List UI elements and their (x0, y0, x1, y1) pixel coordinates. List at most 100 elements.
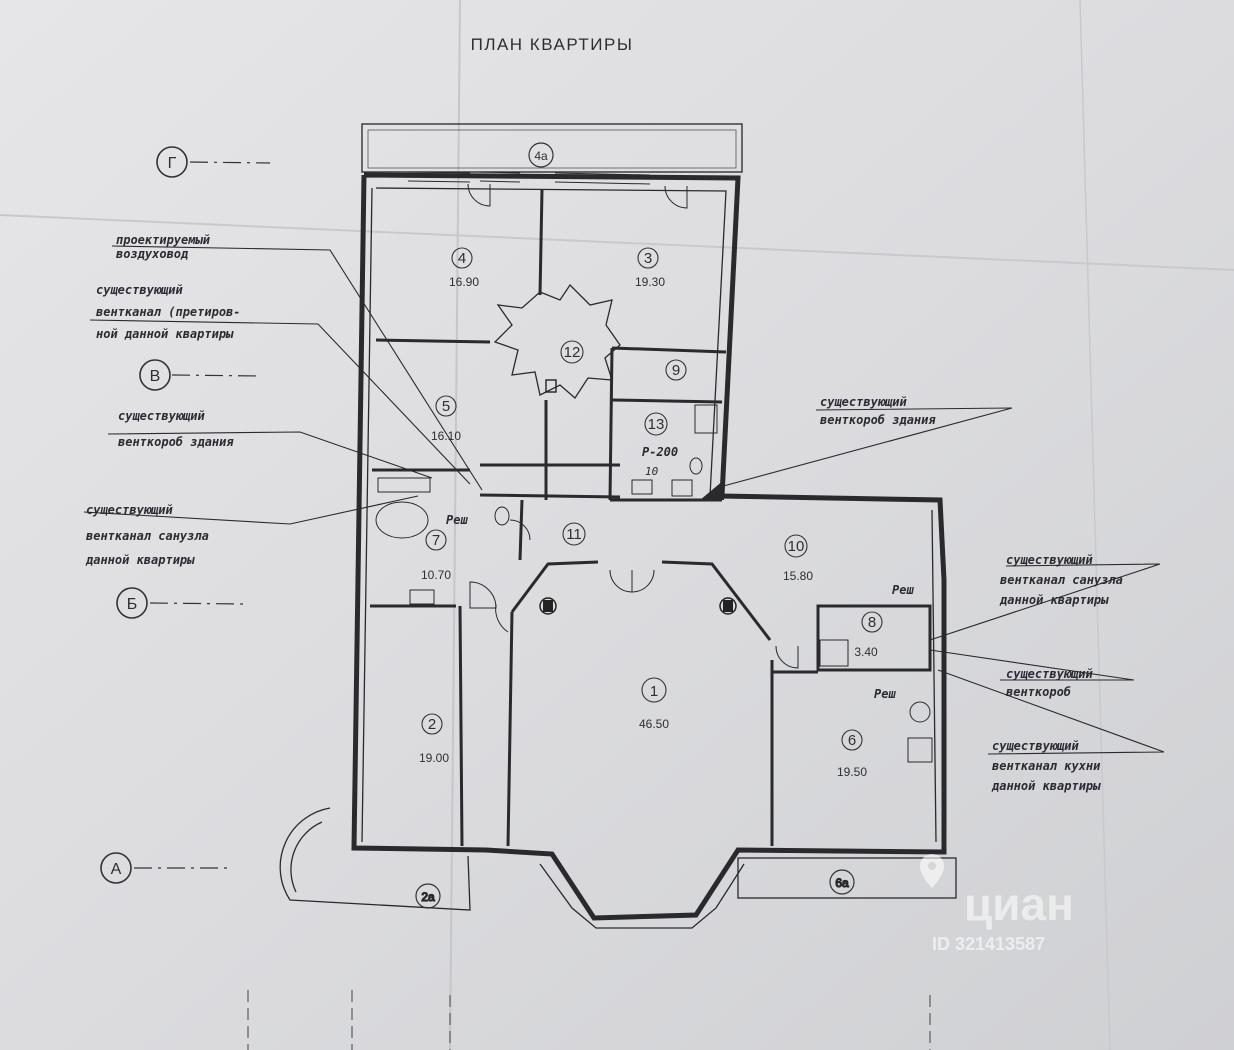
windows-top (407, 171, 651, 185)
grid-lines-bottom (247, 990, 931, 1050)
svg-text:7: 7 (432, 532, 440, 549)
plan-title: ПЛАН КВАРТИРЫ (471, 35, 634, 54)
svg-text:10.70: 10.70 (421, 568, 451, 582)
svg-text:существующий: существующий (96, 283, 183, 297)
svg-text:11: 11 (566, 526, 582, 543)
room-12: 12 (560, 340, 584, 364)
svg-text:4: 4 (458, 250, 466, 267)
svg-text:4а: 4а (534, 149, 548, 163)
svg-text:Г: Г (168, 155, 177, 172)
svg-text:3.40: 3.40 (854, 645, 878, 659)
reshch-label-kitchen: Реш (874, 687, 896, 701)
svg-text:1: 1 (650, 683, 658, 700)
column-markers (539, 379, 737, 615)
svg-text:существующий: существующий (86, 503, 173, 517)
axis-marker-b: Б (116, 587, 246, 619)
svg-text:9: 9 (672, 362, 680, 379)
bath-fixtures (375, 404, 933, 763)
svg-text:10: 10 (788, 538, 805, 555)
bay-window (539, 863, 745, 929)
reshch-label-wc: Реш (892, 583, 914, 597)
room-8: 8 3.40 (854, 611, 883, 659)
svg-text:16.90: 16.90 (449, 275, 479, 289)
room-5: 5 16.10 (431, 395, 461, 443)
room-2: 2 19.00 (419, 713, 449, 765)
balcony-2a: 2а (279, 807, 471, 911)
paper-fold (1079, 0, 1111, 1050)
svg-text:существующий: существующий (1006, 553, 1093, 567)
svg-text:вентканал кухни: вентканал кухни (992, 759, 1101, 773)
svg-text:3: 3 (644, 250, 652, 267)
door-swings (467, 183, 799, 669)
svg-text:вентканал (претиров-: вентканал (претиров- (96, 305, 241, 319)
annotation-left-4: существующий вентканал санузла данной кв… (85, 503, 209, 567)
watermark-logo: циан (964, 878, 1074, 930)
svg-text:венткороб здания: венткороб здания (118, 435, 234, 449)
room-11: 11 (562, 522, 586, 546)
svg-text:46.50: 46.50 (639, 717, 669, 731)
svg-text:венткороб: венткороб (1006, 685, 1071, 699)
room-7: 7 10.70 (421, 529, 451, 582)
svg-text:вентканал санузла: вентканал санузла (86, 529, 209, 543)
svg-text:Б: Б (127, 596, 138, 613)
hall-12-outline (493, 283, 621, 399)
svg-text:данной квартиры: данной квартиры (85, 553, 195, 567)
annotation-center: существующий венткороб здания (820, 395, 936, 427)
svg-text:6а: 6а (835, 876, 849, 890)
svg-text:15.80: 15.80 (783, 569, 813, 583)
svg-text:19.50: 19.50 (837, 765, 867, 779)
svg-text:В: В (150, 368, 161, 385)
svg-text:16.10: 16.10 (431, 429, 461, 443)
svg-text:6: 6 (848, 732, 856, 749)
svg-text:2: 2 (428, 716, 436, 733)
svg-text:5: 5 (442, 398, 450, 415)
svg-text:А: А (111, 861, 122, 878)
outer-walls-inner (361, 187, 937, 843)
svg-text:венткороб здания: венткороб здания (820, 413, 936, 427)
svg-text:19.00: 19.00 (419, 751, 449, 765)
room-3: 3 19.30 (635, 247, 665, 289)
annotation-leaders (83, 245, 1165, 755)
svg-text:10: 10 (645, 465, 659, 478)
cian-watermark: циан ID 321413587 (920, 854, 1074, 954)
svg-text:2а: 2а (421, 890, 435, 904)
svg-text:проектируемый: проектируемый (116, 233, 211, 247)
interior-walls (370, 189, 932, 847)
svg-text:12: 12 (564, 344, 581, 361)
svg-text:13: 13 (648, 416, 665, 433)
svg-text:данной квартиры: данной квартиры (999, 593, 1109, 607)
room-13: 13 10 Р-200 (642, 412, 678, 478)
room-1: 1 46.50 (639, 677, 669, 731)
svg-text:существующий: существующий (1006, 667, 1093, 681)
annotation-right-2: существующий венткороб (1006, 667, 1093, 699)
vent-shaft-mark (700, 480, 724, 500)
svg-text:вентканал санузла: вентканал санузла (1000, 573, 1123, 587)
annotation-left-1: проектируемый воздуховод (116, 233, 211, 261)
svg-text:существующий: существующий (820, 395, 907, 409)
room-9: 9 (665, 359, 687, 381)
annotation-left-2: существующий вентканал (претиров- ной да… (96, 283, 241, 341)
annotation-right-1: существующий вентканал санузла данной кв… (999, 553, 1123, 607)
svg-text:воздуховод: воздуховод (116, 247, 188, 261)
axis-marker-v: В (139, 359, 261, 391)
r200-label: Р-200 (642, 445, 678, 459)
watermark-id: ID 321413587 (932, 934, 1045, 954)
svg-text:ной данной квартиры: ной данной квартиры (96, 327, 234, 341)
svg-text:19.30: 19.30 (635, 275, 665, 289)
room-4: 4 16.90 (449, 247, 479, 289)
axis-marker-a: А (100, 852, 232, 884)
annotation-right-3: существующий вентканал кухни данной квар… (991, 739, 1101, 793)
svg-text:существующий: существующий (118, 409, 205, 423)
balcony-4a: 4а (361, 123, 743, 173)
svg-text:8: 8 (868, 614, 876, 631)
balcony-6a: 6а (737, 857, 957, 899)
paper-fold (0, 214, 1234, 271)
axis-marker-g: Г (156, 146, 271, 178)
svg-text:данной квартиры: данной квартиры (991, 779, 1101, 793)
svg-text:существующий: существующий (992, 739, 1079, 753)
room-6: 6 19.50 (837, 729, 867, 779)
room-10: 10 15.80 (783, 534, 813, 583)
reshch-label-bath: Реш (446, 513, 468, 527)
